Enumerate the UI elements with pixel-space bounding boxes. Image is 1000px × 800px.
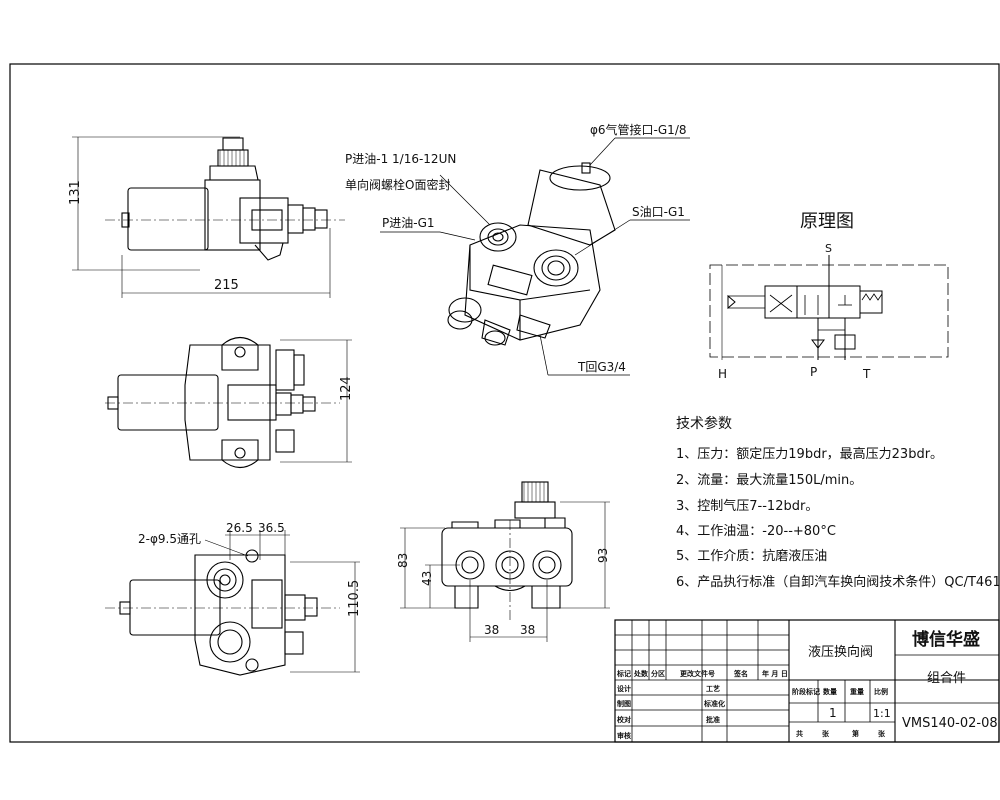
tb-label-mark: 标记	[616, 669, 631, 678]
dim-width-38-a: 38	[484, 623, 499, 637]
tb-label-ratio: 比例	[874, 687, 888, 696]
spec-item: 2、流量：最大流量150L/min。	[676, 473, 862, 488]
callout-s-port: S油口-G1	[632, 205, 685, 219]
tb-quantity: 1	[829, 706, 837, 720]
dim-height-131: 131	[68, 180, 83, 205]
tb-label-count: 处数	[633, 669, 649, 678]
tb-label-review: 审核	[617, 731, 631, 740]
spec-item: 4、工作油温：-20--+80°C	[676, 524, 836, 539]
dim-36-5: 36.5	[258, 521, 285, 535]
spec-item: 3、控制气压7--12bdr。	[676, 498, 818, 514]
tb-scale: 1:1	[873, 707, 891, 720]
tb-label-craft: 工艺	[706, 684, 720, 693]
specs-heading: 技术参数	[676, 415, 732, 432]
tb-drawing-no: VMS140-02-08	[902, 716, 998, 731]
schematic-port-t: T	[862, 367, 871, 381]
dim-width-215: 215	[214, 278, 239, 293]
front-view	[400, 481, 610, 642]
tb-label-qty: 数量	[823, 687, 837, 696]
tb-label-stage: 阶段标记	[792, 687, 820, 696]
tb-label-approve: 批准	[706, 715, 720, 724]
tb-company: 博信华盛	[912, 629, 980, 650]
title-block-labels: 标记 处数 分区 更改文件号 签名 年 月 日 设计 工艺 制图 标准化 校对 …	[616, 669, 888, 740]
dim-height-83: 83	[396, 553, 410, 568]
tb-label-weight: 重量	[850, 687, 864, 696]
bottom-view	[105, 530, 360, 676]
tb-label-zone: 分区	[651, 669, 665, 678]
dim-height-93: 93	[596, 548, 610, 563]
top-view	[105, 336, 352, 469]
drawing-border	[9, 63, 1000, 743]
dim-height-124: 124	[339, 376, 354, 401]
callout-p-inlet-1-line2: 单向阀螺栓O面密封	[345, 177, 450, 192]
schematic-port-s: S	[825, 242, 832, 255]
callout-air-port: φ6气管接口-G1/8	[590, 122, 687, 137]
tb-label-check: 校对	[617, 715, 631, 724]
tb-label-sheet: 张	[822, 729, 830, 738]
schematic-title: 原理图	[800, 211, 854, 232]
spec-item: 6、产品执行标准（自卸汽车换向阀技术条件）QC/T461-1999	[676, 574, 1000, 590]
tb-label-total: 共	[796, 729, 803, 738]
isometric-view	[380, 137, 690, 376]
tb-label-date: 年 月 日	[762, 669, 788, 678]
dim-holes: 2-φ9.5通孔	[138, 532, 201, 546]
tb-label-standardize: 标准化	[703, 699, 725, 708]
schematic-diagram	[709, 255, 949, 360]
callout-p-inlet: P进油-G1	[382, 216, 435, 230]
tb-label-sheet2: 张	[878, 729, 886, 738]
spec-item: 1、压力：额定压力19bdr，最高压力23bdr。	[676, 446, 943, 462]
schematic-port-h: H	[718, 367, 727, 381]
callout-p-inlet-1-line1: P进油-1 1/16-12UN	[345, 152, 456, 166]
callout-t-return: T回G3/4	[577, 360, 626, 374]
tb-label-change-doc: 更改文件号	[680, 669, 715, 678]
tb-label-sign: 签名	[733, 669, 748, 678]
schematic-port-p: P	[810, 365, 817, 379]
tb-label-draw: 制图	[617, 699, 631, 708]
tb-label-page: 第	[852, 729, 859, 738]
technical-specs: 技术参数 1、压力：额定压力19bdr，最高压力23bdr。 2、流量：最大流量…	[676, 415, 1000, 590]
dim-height-110-5: 110.5	[347, 580, 362, 617]
tb-label-design: 设计	[617, 684, 631, 693]
dim-26-5: 26.5	[226, 521, 253, 535]
dim-width-38-b: 38	[520, 623, 535, 637]
side-view	[72, 136, 345, 298]
spec-item: 5、工作介质：抗磨液压油	[676, 549, 827, 564]
tb-assembly: 组合件	[927, 671, 966, 686]
title-block	[614, 619, 1000, 743]
tb-product-name: 液压换向阀	[808, 644, 873, 660]
dim-height-43: 43	[420, 571, 434, 586]
